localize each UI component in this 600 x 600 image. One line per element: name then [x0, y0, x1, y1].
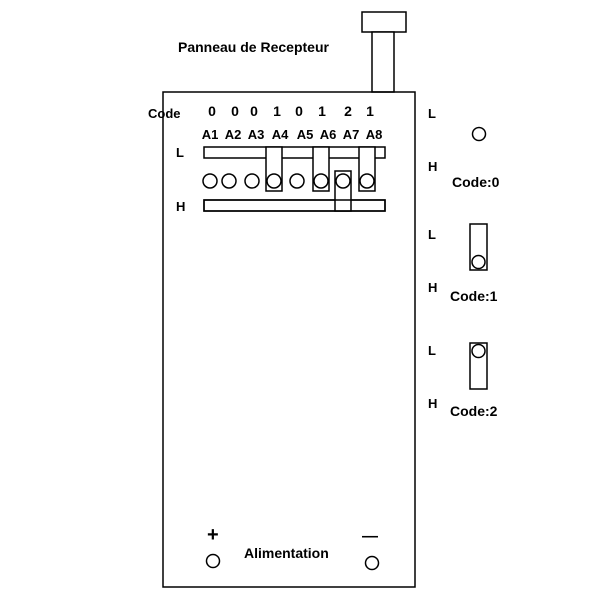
code-value-a1: 0	[208, 103, 216, 119]
power-label: Alimentation	[244, 545, 329, 561]
pin-circle-a2	[221, 173, 237, 189]
code-values: 0 0 0 1 0 1 2 1	[208, 103, 374, 119]
power-plus-terminal	[205, 553, 221, 569]
receiver-board	[162, 91, 416, 588]
legend-2-l-label: L	[428, 343, 436, 358]
legend-0-h-label: H	[428, 159, 437, 174]
legend-2-jumper-icon	[469, 342, 488, 390]
code-label: Code	[148, 106, 181, 121]
code-value-a5: 0	[295, 103, 303, 119]
panel-title: Panneau de Recepteur	[178, 39, 329, 55]
pin-circle-a5	[289, 173, 305, 189]
pin-circle-a3	[244, 173, 260, 189]
code-value-a2: 0	[231, 103, 239, 119]
pin-labels: A1 A2 A3 A4 A5 A6 A7 A8	[202, 127, 383, 142]
code-value-a7: 2	[344, 103, 352, 119]
antenna-cap	[361, 11, 407, 33]
pin-circle-a7	[335, 173, 351, 189]
legend-1-l-label: L	[428, 227, 436, 242]
legend-1-jumper-icon	[469, 223, 488, 271]
legend-2-caption: Code:2	[450, 403, 498, 419]
l-rail	[203, 146, 386, 159]
power-plus-label: +	[207, 524, 219, 546]
pin-label-a7: A7	[343, 127, 360, 142]
pin-label-a5: A5	[297, 127, 314, 142]
legend-0-pin-icon	[471, 126, 487, 142]
pin-circle-a6	[313, 173, 329, 189]
code-value-a6: 1	[318, 103, 326, 119]
pin-label-a3: A3	[248, 127, 265, 142]
power-minus-terminal	[364, 555, 380, 571]
legend-1-pin-icon	[471, 254, 486, 270]
pin-label-a6: A6	[320, 127, 337, 142]
legend-0-caption: Code:0	[452, 174, 500, 190]
power-minus-label: —	[362, 528, 378, 545]
pin-label-a1: A1	[202, 127, 219, 142]
pin-label-a2: A2	[225, 127, 242, 142]
antenna-shaft	[371, 31, 395, 93]
row-label-h: H	[176, 199, 185, 214]
pin-label-a8: A8	[366, 127, 383, 142]
legend-1-h-label: H	[428, 280, 437, 295]
pin-label-a4: A4	[272, 127, 289, 142]
pin-circle-a8	[359, 173, 375, 189]
row-label-l: L	[176, 145, 184, 160]
legend-2-pin-icon	[471, 343, 486, 359]
pin-circles	[202, 173, 375, 189]
legend-1-caption: Code:1	[450, 288, 498, 304]
h-rail	[203, 199, 386, 212]
legend-0-l-label: L	[428, 106, 436, 121]
code-value-a3: 0	[250, 103, 258, 119]
legend-2-h-label: H	[428, 396, 437, 411]
pin-circle-a1	[202, 173, 218, 189]
code-value-a8: 1	[366, 103, 374, 119]
legend: L H Code:0 L H Code:1 L H Code:2	[428, 106, 500, 419]
h-rail-overlay	[203, 199, 386, 212]
pin-circle-a4	[266, 173, 282, 189]
code-value-a4: 1	[273, 103, 281, 119]
